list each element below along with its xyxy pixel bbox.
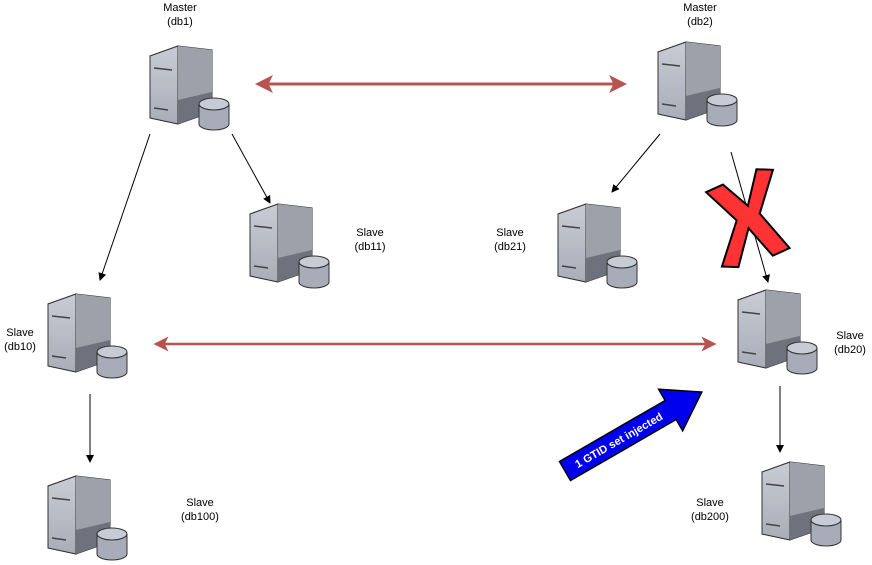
arrow-db1-db11 <box>231 133 271 204</box>
server-db11[interactable] <box>249 203 330 289</box>
label-db200: Slave(db200) <box>691 497 729 523</box>
arrow-db2-db21 <box>611 133 661 193</box>
server-db2[interactable] <box>657 41 738 127</box>
server-db20[interactable] <box>737 289 818 375</box>
server-db200[interactable] <box>761 461 842 547</box>
server-db100[interactable] <box>47 475 128 561</box>
label-db21: Slave(db21) <box>494 227 526 253</box>
broken-link-x-icon <box>704 168 792 269</box>
gtid-injected-arrow: 1 GTID set injected <box>558 388 703 482</box>
label-db2: Master(db2) <box>683 2 717 28</box>
arrow-db1-db10 <box>98 133 151 281</box>
label-db100: Slave(db100) <box>181 497 219 523</box>
label-db10: Slave(db10) <box>4 327 36 353</box>
label-db20: Slave(db20) <box>834 330 866 356</box>
label-db11: Slave(db11) <box>354 227 386 253</box>
gtid-label: 1 GTID set injected <box>573 411 665 471</box>
server-db21[interactable] <box>557 203 638 289</box>
server-db1[interactable] <box>149 45 230 131</box>
label-db1: Master(db1) <box>163 2 197 28</box>
